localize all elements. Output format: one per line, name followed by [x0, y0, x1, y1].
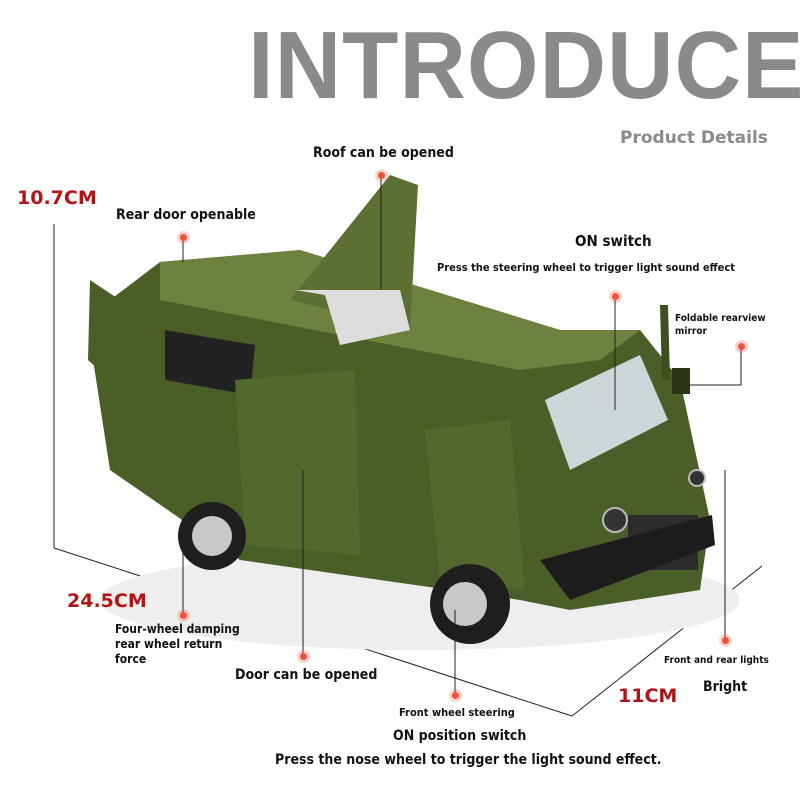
bright-label: Bright [703, 679, 748, 695]
height-dimension: 10.7CM [17, 187, 97, 209]
van-model [88, 175, 715, 644]
mirror-label-line1: Foldable rearview [675, 313, 766, 324]
roof-label: Roof can be opened [313, 145, 454, 161]
damping-label-line3: force [115, 652, 147, 666]
steering-label: Front wheel steering [399, 706, 515, 719]
damping-marker [180, 612, 187, 619]
damping-label: Four-wheel damping rear wheel return for… [115, 622, 240, 667]
rear-door-marker [180, 234, 187, 241]
door-label: Door can be opened [235, 667, 378, 683]
on-position-label: ON position switch [393, 728, 527, 744]
rear-door-label: Rear door openable [116, 207, 256, 223]
leader-lines [182, 175, 742, 695]
page-subtitle: Product Details [620, 128, 768, 148]
mirror-label-line2: mirror [675, 326, 707, 337]
lights-marker [722, 637, 729, 644]
length-dimension: 24.5CM [67, 590, 147, 612]
damping-label-line1: Four-wheel damping [115, 622, 240, 636]
on-position-description: Press the nose wheel to trigger the ligh… [275, 752, 662, 768]
page-title: INTRODUCE [248, 12, 800, 119]
door-marker [300, 653, 307, 660]
width-dimension: 11CM [618, 685, 678, 707]
on-switch-marker [612, 293, 619, 300]
on-switch-label: ON switch [575, 232, 652, 250]
roof-marker [378, 172, 385, 179]
steering-marker [452, 692, 459, 699]
mirror-marker [738, 343, 745, 350]
on-switch-description: Press the steering wheel to trigger ligh… [437, 261, 735, 274]
damping-label-line2: rear wheel return [115, 637, 223, 651]
lights-label: Front and rear lights [664, 655, 769, 666]
